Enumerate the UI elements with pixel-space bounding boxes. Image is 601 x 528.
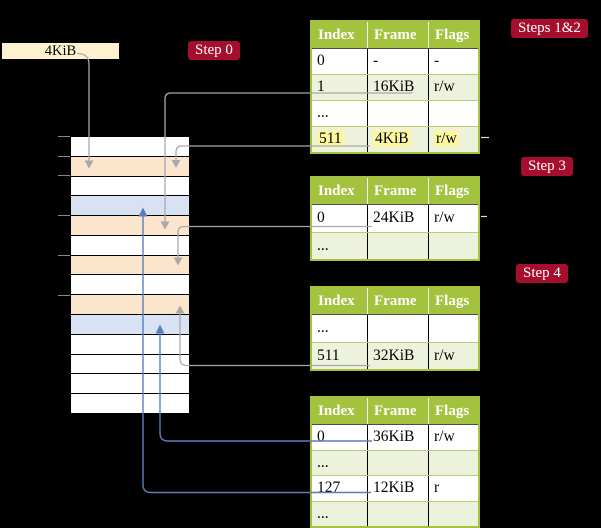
memory-row-free (71, 374, 189, 395)
column-header: Index (318, 183, 355, 199)
column-header: Index (318, 403, 355, 419)
table-row: ... (312, 315, 478, 342)
table-cell (367, 501, 428, 526)
table-cell (367, 232, 428, 259)
memory-tick (58, 175, 70, 176)
memory-tick (58, 295, 70, 296)
memory-tick (58, 215, 70, 216)
memory-row-pagetable (71, 156, 189, 177)
step-0-label: Step 0 (188, 41, 240, 60)
column-header: Flags (428, 398, 478, 424)
table-row: ... (312, 100, 478, 126)
memory-row-pagetable (71, 295, 189, 316)
table-cell: r/w (428, 425, 478, 450)
table-cell: 32KiB (367, 342, 428, 369)
page-table-base-box: 4KiB (1, 42, 120, 60)
table-cell: ... (317, 236, 329, 254)
memory-row-pagetable (71, 255, 189, 276)
memory-row-pagetable (71, 216, 189, 236)
table-cell (428, 315, 478, 342)
memory-row-free (71, 176, 189, 197)
table-cell: ... (317, 453, 329, 471)
table-cell: 0 (317, 209, 325, 226)
memory-row-free (71, 235, 189, 256)
column-header: Flags (428, 288, 478, 314)
table-cell: - (367, 49, 428, 74)
memory-tick (58, 156, 70, 157)
table-cell: - (428, 49, 478, 74)
memory-row-free (71, 137, 189, 157)
table-cell: r/w (428, 205, 478, 232)
memory-tick (58, 136, 70, 137)
memory-row-free (71, 275, 189, 296)
memory-row-free (71, 334, 189, 355)
table-cell: 0 (317, 428, 325, 445)
column-header: Index (318, 27, 355, 43)
table-cell: 0 (317, 52, 325, 69)
table-cell: r/w (428, 342, 478, 369)
table-cell: 16KiB (367, 75, 428, 100)
table-cell (428, 232, 478, 259)
table-cell: 12KiB (367, 476, 428, 501)
column-header: Frame (367, 22, 428, 48)
table-cell: r/w (428, 127, 478, 152)
step-3-label: Step 3 (521, 157, 573, 176)
table-cell (367, 101, 428, 126)
column-header: Frame (367, 398, 428, 424)
column-header: Frame (367, 288, 428, 314)
table-cell: 4KiB (367, 127, 428, 152)
table-row: ... (312, 449, 478, 475)
table-cell: r (428, 476, 478, 501)
table-cell (367, 315, 428, 342)
table-row: ... (312, 231, 478, 259)
table-row: 511 4KiB r/w (312, 126, 478, 152)
table-cell: ... (317, 319, 329, 336)
table-cell (428, 501, 478, 526)
memory-row-page (71, 315, 189, 335)
highlighted-value: 4KiB (373, 130, 411, 147)
physical-memory-column (70, 136, 190, 414)
table-cell: 1 (317, 78, 325, 95)
table-row: ... (312, 500, 478, 526)
column-header: Flags (428, 178, 478, 204)
steps-1-2-label: Steps 1&2 (511, 19, 588, 38)
table-cell: 36KiB (367, 425, 428, 450)
table-cell (428, 101, 478, 126)
table-cell: 24KiB (367, 205, 428, 232)
table-cell: 511 (317, 346, 340, 364)
memory-row-free (71, 354, 189, 375)
step-4-label: Step 4 (516, 264, 568, 283)
table-row: 0 -- (312, 49, 478, 74)
table-cell: r/w (428, 75, 478, 100)
column-header: Frame (367, 178, 428, 204)
memory-tick (58, 255, 70, 256)
table-cell: ... (317, 104, 329, 121)
table-cell (367, 450, 428, 475)
memory-row-free (71, 394, 189, 413)
highlighted-value: r/w (434, 130, 459, 147)
column-header: Index (318, 293, 355, 309)
column-header: Flags (428, 22, 478, 48)
table-cell: 511 (312, 127, 367, 152)
table-cell: ... (317, 504, 329, 522)
memory-row-page (71, 196, 189, 217)
highlighted-value: 511 (317, 130, 344, 147)
table-cell: 127 (317, 479, 341, 496)
table-cell (428, 450, 478, 475)
